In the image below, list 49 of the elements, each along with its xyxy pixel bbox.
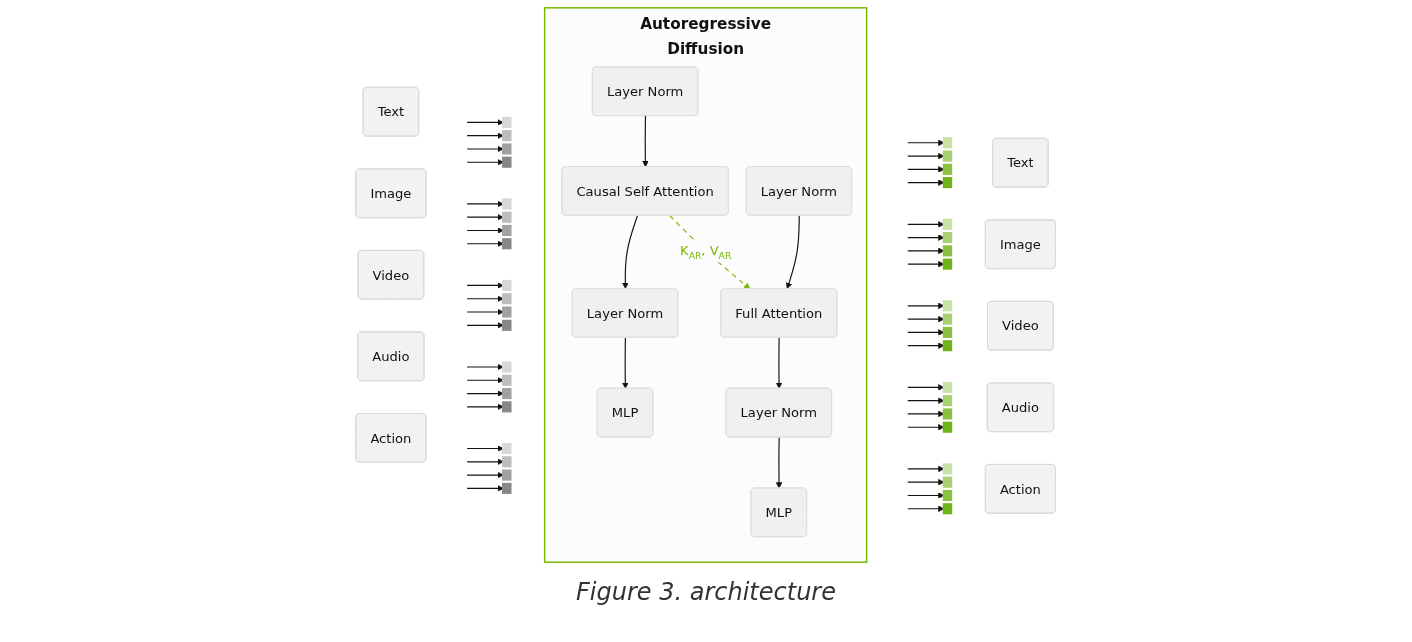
arrow	[907, 492, 945, 499]
arrow	[466, 390, 505, 397]
arrow	[466, 363, 505, 371]
arrow	[466, 322, 505, 329]
arrow	[466, 200, 505, 208]
arrow	[466, 282, 505, 289]
arrow	[642, 115, 649, 168]
arrow	[907, 221, 945, 228]
arrow	[622, 337, 629, 389]
arrow	[907, 234, 945, 241]
arrow	[907, 260, 945, 268]
arrow	[907, 342, 945, 349]
arrow	[466, 240, 505, 247]
arrow	[466, 295, 505, 302]
arrow	[466, 377, 505, 384]
figure-caption: Figure 3. architecture	[576, 578, 836, 606]
arrow	[907, 465, 945, 473]
arrow	[786, 215, 801, 290]
arrow	[466, 403, 505, 411]
arrow	[907, 179, 945, 186]
arrow	[776, 337, 783, 389]
arrow	[466, 308, 505, 316]
arrow	[776, 436, 783, 489]
arrow	[907, 424, 945, 431]
arrow	[907, 505, 945, 512]
arrow	[466, 119, 505, 126]
arrow	[466, 485, 505, 492]
arrow	[669, 215, 751, 290]
edge-label: K$_{AR}$, V$_{AR}$	[680, 242, 732, 261]
arrow	[907, 247, 945, 255]
arrow	[907, 152, 945, 160]
arrow	[466, 159, 505, 166]
arrow	[466, 214, 505, 221]
arrow	[907, 315, 945, 323]
arrow	[907, 410, 945, 418]
arrow	[466, 445, 505, 452]
arrow	[466, 145, 505, 153]
arrow	[907, 397, 945, 404]
arrow	[907, 139, 945, 146]
arrow	[466, 132, 505, 139]
arrow	[907, 329, 945, 336]
arrow	[466, 227, 505, 234]
arrow	[466, 471, 505, 479]
arrow	[907, 384, 945, 391]
arrow	[907, 166, 945, 173]
arrow	[466, 458, 505, 465]
arrow	[907, 302, 945, 310]
arrow	[622, 215, 639, 290]
arrow	[907, 479, 945, 486]
